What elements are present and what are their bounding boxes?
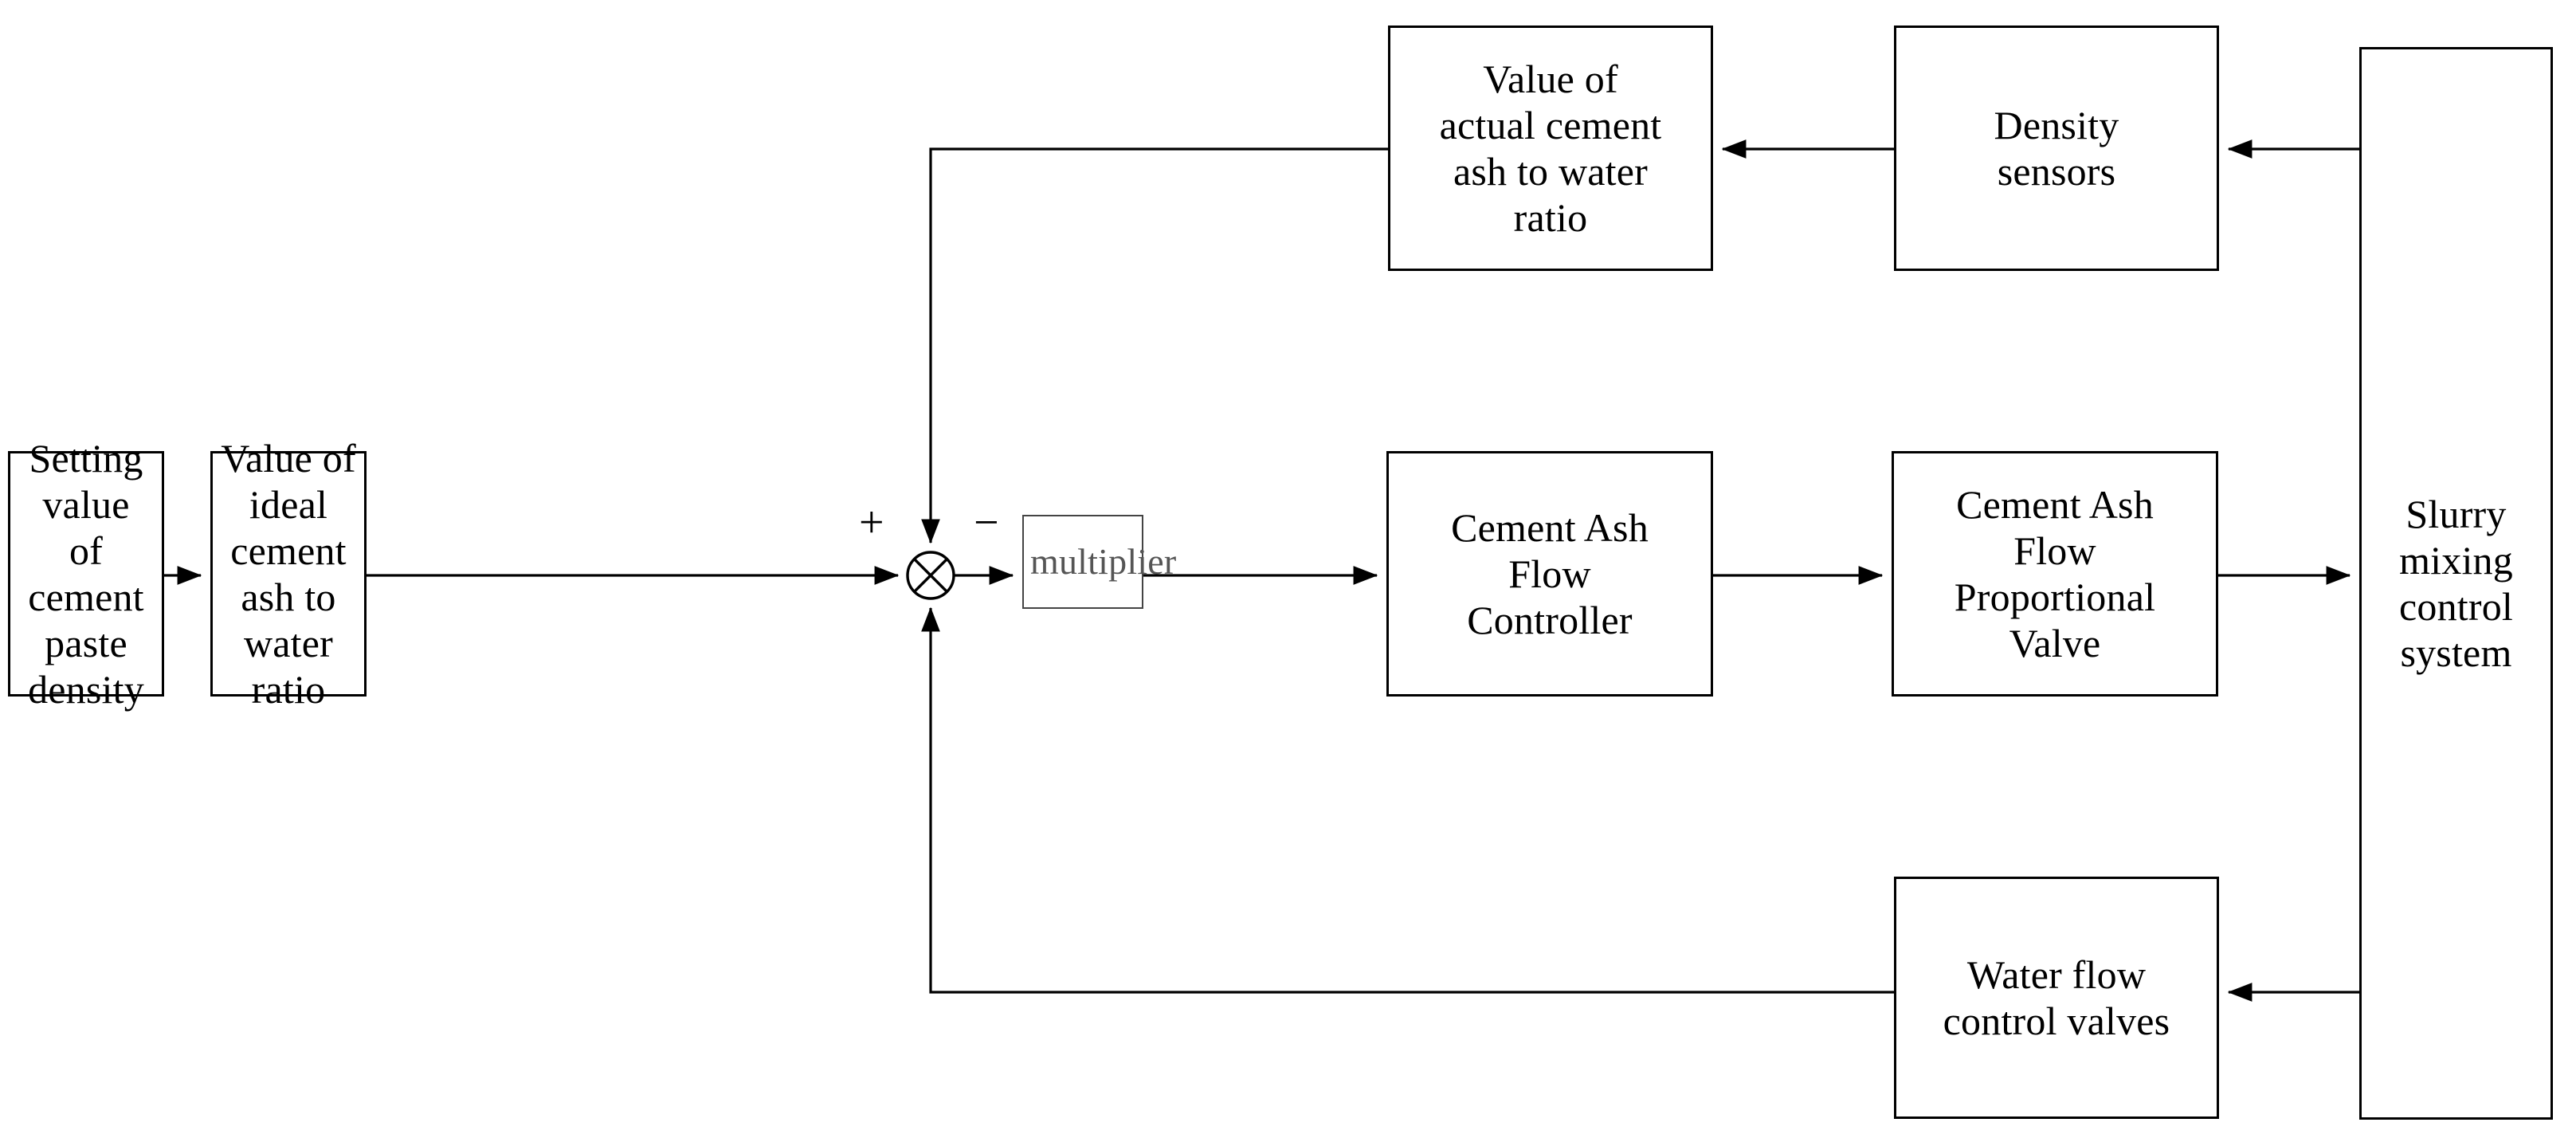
block-actual-ratio-label: Value of actual cement ash to water rati… [1439,57,1662,240]
block-density-sensors-label: Density sensors [1994,103,2119,194]
block-slurry-system-label: Slurry mixing control system [2398,492,2514,675]
block-multiplier[interactable]: multiplier [1022,515,1177,609]
block-multiplier-label: multiplier [1030,541,1177,583]
summing-junction-plus-sign: + [859,498,884,547]
block-ideal-ratio[interactable]: Value of ideal cement ash to water ratio [210,436,367,712]
block-setpoint[interactable]: Setting value of cement paste density [8,436,164,712]
block-proportional-valve-label: Cement Ash Flow Proportional Valve [1954,482,2156,665]
block-setpoint-label: Setting value of cement paste density [28,436,144,712]
block-density-sensors[interactable]: Density sensors [1894,26,2219,271]
wire-actual-ratio-feedback-to-sum [921,147,1388,544]
block-ideal-ratio-label: Value of ideal cement ash to water ratio [221,436,356,712]
block-slurry-system[interactable]: Slurry mixing control system [2359,47,2553,1120]
summing-junction-symbol [906,551,955,600]
summing-junction-minus-sign: − [974,498,999,547]
block-water-valves[interactable]: Water flow control valves [1894,877,2219,1119]
block-proportional-valve[interactable]: Cement Ash Flow Proportional Valve [1892,451,2218,697]
block-water-valves-label: Water flow control valves [1943,952,2170,1043]
block-actual-ratio[interactable]: Value of actual cement ash to water rati… [1388,26,1713,271]
block-flow-controller[interactable]: Cement Ash Flow Controller [1386,451,1713,697]
block-flow-controller-label: Cement Ash Flow Controller [1451,505,1649,642]
